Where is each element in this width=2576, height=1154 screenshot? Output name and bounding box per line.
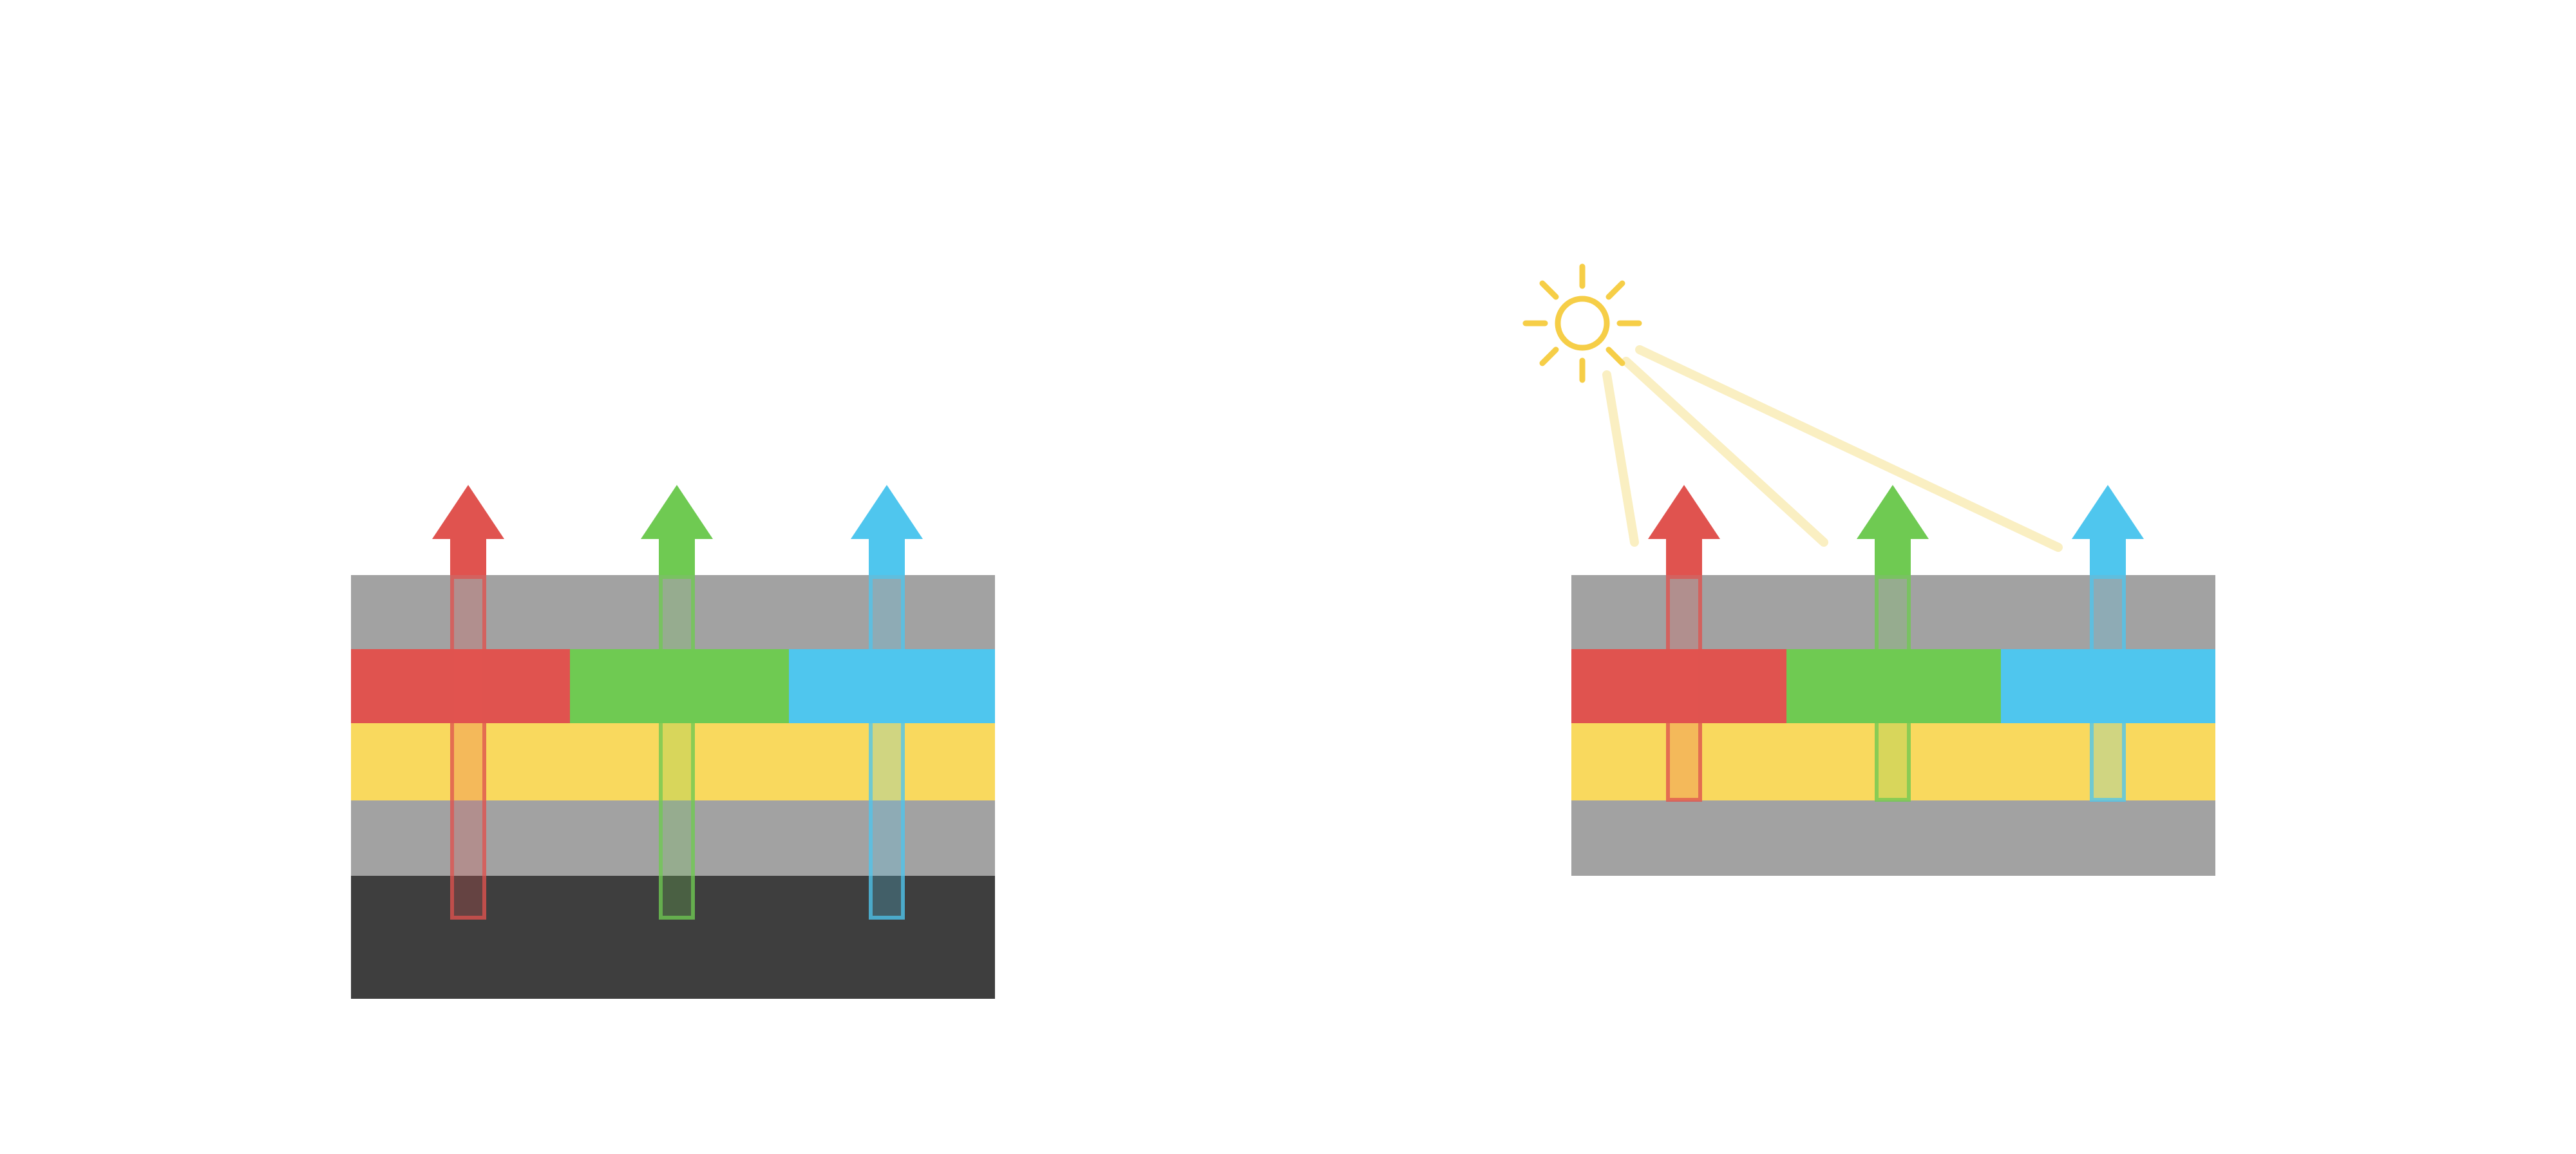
sun-ray	[1605, 280, 1625, 300]
emitted-light-arrow-cyan	[851, 485, 923, 920]
layer-yellow	[1571, 723, 2215, 800]
arrow-ghost-shaft	[1875, 575, 1911, 802]
layer-dark-backplane	[351, 876, 995, 999]
arrow-ghost-shaft	[659, 575, 695, 920]
emitted-light-arrow-red	[432, 485, 504, 920]
reflective-display-stack	[1571, 575, 2215, 876]
sunlight-beam	[1602, 370, 1639, 547]
sun-ray	[1539, 280, 1559, 300]
layer-subpixels	[351, 649, 995, 723]
arrow-ghost-shaft	[450, 575, 486, 920]
arrow-head	[1857, 485, 1929, 539]
arrow-ghost-fill	[873, 579, 901, 916]
arrow-ghost-fill	[2094, 579, 2122, 798]
layer-yellow	[351, 723, 995, 800]
reflected-light-arrow-green	[1857, 485, 1929, 802]
sun-core	[1555, 296, 1610, 351]
arrow-shaft	[659, 539, 695, 575]
arrow-head	[432, 485, 504, 539]
layer-subpixels	[1571, 649, 2215, 723]
emitted-light-arrow-green	[641, 485, 713, 920]
arrow-ghost-shaft	[1666, 575, 1702, 802]
sun-ray	[1539, 346, 1559, 366]
arrow-shaft	[2090, 539, 2126, 575]
subpixel-green	[570, 649, 789, 723]
reflected-light-arrow-red	[1648, 485, 1720, 802]
arrow-shaft	[1666, 539, 1702, 575]
subpixel-red	[351, 649, 570, 723]
arrow-ghost-shaft	[2090, 575, 2126, 802]
layer-gray-top	[351, 575, 995, 649]
arrow-ghost-fill	[454, 579, 482, 916]
subpixel-cyan	[2001, 649, 2215, 723]
arrow-ghost-shaft	[869, 575, 905, 920]
arrow-head	[2072, 485, 2144, 539]
arrow-ghost-fill	[1879, 579, 1907, 798]
subpixel-red	[1571, 649, 1786, 723]
reflected-light-arrow-cyan	[2072, 485, 2144, 802]
layer-gray-bottom	[1571, 800, 2215, 876]
subpixel-green	[1786, 649, 2001, 723]
subpixel-cyan	[789, 649, 995, 723]
arrow-shaft	[1875, 539, 1911, 575]
arrow-shaft	[869, 539, 905, 575]
arrow-head	[851, 485, 923, 539]
sun-icon	[1522, 263, 1642, 383]
layer-gray-bottom	[351, 800, 995, 876]
sun-ray	[1605, 346, 1625, 366]
layer-gray-top	[1571, 575, 2215, 649]
backlit-display-stack	[351, 575, 995, 999]
arrow-head	[641, 485, 713, 539]
arrow-ghost-fill	[663, 579, 691, 916]
arrow-ghost-fill	[1670, 579, 1698, 798]
arrow-head	[1648, 485, 1720, 539]
arrow-shaft	[450, 539, 486, 575]
